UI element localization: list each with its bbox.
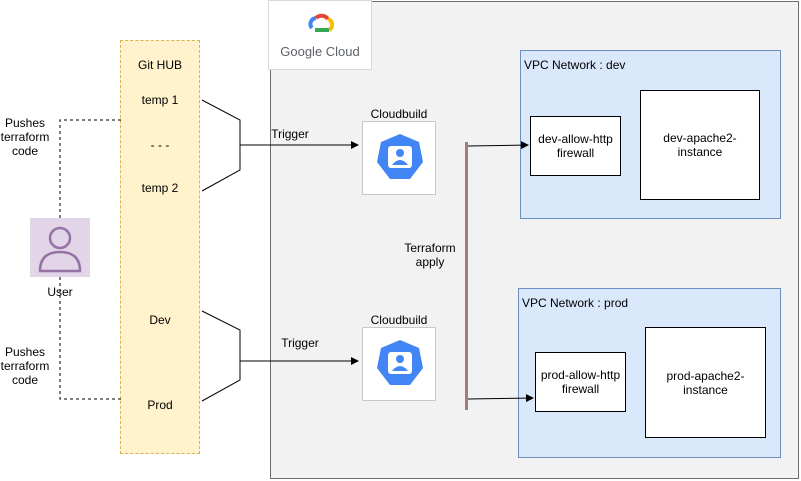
cloudbuild-icon: [377, 340, 423, 385]
github-item-dev: Dev: [149, 313, 171, 327]
pushes-bottom-line3: code: [11, 373, 39, 387]
dev-instance-line2: instance: [677, 145, 723, 159]
cloudbuild-icon: [377, 134, 423, 179]
trigger-label-bottom: Trigger: [281, 336, 319, 350]
dev-firewall-line2: firewall: [556, 146, 595, 160]
dev-firewall-line1: dev-allow-http: [538, 132, 613, 146]
github-item-temp2: temp 2: [141, 181, 179, 195]
pushes-label-bottom: Pushes terraform code: [0, 345, 50, 387]
github-item-prod: Prod: [147, 398, 173, 412]
dev-instance-line1: dev-apache2-: [663, 131, 737, 145]
pushes-top-line3: code: [11, 144, 39, 158]
pushes-bottom-line1: Pushes: [4, 345, 46, 359]
prod-instance-line1: prod-apache2-: [666, 368, 745, 383]
prod-firewall-line1: prod-allow-http: [540, 368, 621, 382]
bracket-top: [201, 99, 241, 192]
terraform-apply-line1: Terraform: [404, 241, 456, 255]
bracket-bottom: [201, 310, 241, 402]
cloudbuild-label-bottom: Cloudbuild: [370, 313, 428, 327]
vpc-prod-title: VPC Network : prod: [522, 296, 629, 310]
github-item-ellipsis: - - -: [150, 138, 170, 152]
dashed-line-user-to-prod: [59, 277, 122, 400]
prod-instance-box[interactable]: prod-apache2-instance: [645, 327, 766, 438]
github-item-temp1: temp 1: [141, 93, 179, 107]
pushes-top-line1: Pushes: [4, 116, 46, 130]
pushes-bottom-line2: terraform: [0, 359, 50, 373]
dashed-line-user-to-temp: [59, 119, 122, 218]
github-title: Git HUB: [137, 58, 182, 72]
pushes-label-top: Pushes terraform code: [0, 116, 50, 158]
pushes-top-line2: terraform: [0, 130, 50, 144]
user-icon: [38, 226, 82, 273]
arrow-to-prod-firewall: [467, 394, 534, 403]
cloudbuild-card-bottom[interactable]: [362, 327, 436, 401]
arrow-to-dev-firewall: [467, 141, 529, 150]
cloudbuild-label-top: Cloudbuild: [370, 107, 428, 121]
google-cloud-icon: [308, 13, 335, 32]
vpc-dev-title: VPC Network : dev: [524, 58, 626, 72]
google-cloud-logo-text: Google Cloud: [280, 44, 360, 59]
google-cloud-logo-card: [268, 0, 372, 70]
cloudbuild-card-top[interactable]: [362, 121, 436, 195]
terraform-apply-label: Terraform apply: [398, 241, 462, 269]
trigger-label-top: Trigger: [271, 127, 309, 141]
github-container[interactable]: [120, 40, 200, 454]
dev-instance-box[interactable]: dev-apache2-instance: [640, 90, 760, 200]
prod-firewall-line2: firewall: [561, 382, 600, 396]
terraform-apply-line2: apply: [415, 255, 445, 269]
user-avatar-box[interactable]: [30, 218, 90, 277]
prod-instance-line2: instance: [683, 382, 728, 397]
terraform-apply-bar: [465, 142, 468, 410]
